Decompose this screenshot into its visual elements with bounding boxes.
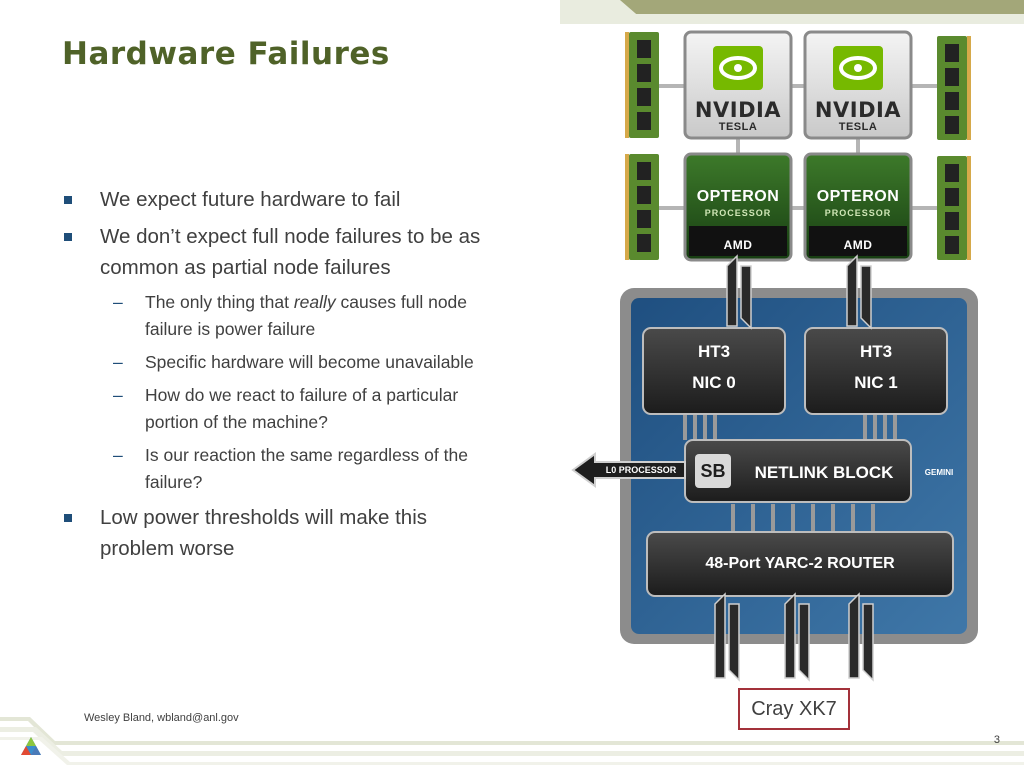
nic1-ht3-label: HT3 <box>859 342 893 361</box>
slide-title: Hardware Failures <box>62 36 390 72</box>
square-bullet-icon <box>64 233 72 241</box>
sub-bullet-list: – The only thing that really causes full… <box>100 289 500 496</box>
bus-lines <box>683 415 897 532</box>
sub-bullet-text: Is our reaction the same regardless of t… <box>145 445 468 492</box>
dimm-bottom-left <box>625 154 659 260</box>
dimm-top-left <box>625 32 659 138</box>
gemini-label: GEMINI <box>924 468 954 477</box>
bullet-item: We expect future hardware to fail <box>60 184 500 215</box>
bullet-list: We expect future hardware to fail We don… <box>60 184 500 570</box>
diagram-caption: Cray XK7 <box>738 688 850 730</box>
cpu-chip-left <box>683 152 793 262</box>
netlink-label: NETLINK BLOCK <box>754 463 894 482</box>
router-arrows <box>714 592 874 682</box>
sub-bullet-item: – Is our reaction the same regardless of… <box>100 442 500 496</box>
dash-bullet-icon: – <box>113 352 123 372</box>
sb-chip <box>695 454 731 488</box>
gpu-chip-left <box>683 30 793 140</box>
nic1-box <box>804 327 948 415</box>
gpu-chip-right <box>803 30 913 140</box>
router-label: 48-Port YARC-2 ROUTER <box>705 555 895 572</box>
gpu-model-left: TESLA <box>718 121 758 133</box>
nic0-ht3-label: HT3 <box>697 342 731 361</box>
bullet-text: We don’t expect full node failures to be… <box>100 225 481 279</box>
anl-logo-icon <box>21 737 41 755</box>
sub-bullet-text-before: The only thing that <box>145 292 294 312</box>
l0-processor-label: L0 PROCESSOR <box>605 465 677 475</box>
footer-author: Wesley Bland, wbland@anl.gov <box>84 712 239 724</box>
dash-bullet-icon: – <box>113 292 123 312</box>
dimm-bottom-right <box>937 156 971 260</box>
dimm-top-right <box>937 36 971 140</box>
cpu-sub-left: PROCESSOR <box>704 208 772 218</box>
sub-bullet-item: – How do we react to failure of a partic… <box>100 382 500 436</box>
sub-bullet-item: – The only thing that really causes full… <box>100 289 500 343</box>
sub-bullet-item: – Specific hardware will become unavaila… <box>100 349 500 376</box>
cpu-name-left: OPTERON <box>696 188 780 205</box>
dash-bullet-icon: – <box>113 385 123 405</box>
bullet-text: We expect future hardware to fail <box>100 188 401 211</box>
gpu-model-right: TESLA <box>838 121 878 133</box>
dash-bullet-icon: – <box>113 445 123 465</box>
l0-arrow-icon <box>571 452 686 488</box>
sub-bullet-text-after: causes full node failure is power failur… <box>145 292 468 339</box>
memory-modules <box>625 32 971 260</box>
cpu-vendor-left: AMD <box>723 238 753 252</box>
header-band-dark <box>620 0 1024 14</box>
square-bullet-icon <box>64 196 72 204</box>
sub-bullet-emphasis: really <box>293 292 336 312</box>
bullet-text: Low power thresholds will make this prob… <box>100 506 427 560</box>
page-number: 3 <box>993 734 1000 746</box>
diagram-graphics <box>571 30 978 682</box>
square-bullet-icon <box>64 514 72 522</box>
sub-bullet-text: Specific hardware will become unavailabl… <box>145 352 474 372</box>
cpu-vendor-right: AMD <box>843 238 873 252</box>
sub-bullet-text: How do we react to failure of a particul… <box>145 385 459 432</box>
cpu-name-right: OPTERON <box>816 188 900 205</box>
gpu-brand-right: NVIDIA <box>814 98 902 122</box>
router-box <box>646 531 954 597</box>
cpu-nic-arrows <box>726 254 872 330</box>
nic0-box <box>642 327 786 415</box>
bullet-item: Low power thresholds will make this prob… <box>60 502 500 564</box>
cpu-chip-right <box>803 152 913 262</box>
sb-label: SB <box>700 461 726 481</box>
cpu-sub-right: PROCESSOR <box>824 208 892 218</box>
footer-stripes <box>0 717 1024 765</box>
nic1-label: NIC 1 <box>854 373 898 392</box>
cray-node-diagram: NVIDIA TESLA NVIDIA TESLA OPTERON PROCES… <box>565 20 1015 685</box>
bullet-item: We don’t expect full node failures to be… <box>60 221 500 496</box>
nic0-label: NIC 0 <box>692 373 736 392</box>
gpu-brand-left: NVIDIA <box>694 98 782 122</box>
